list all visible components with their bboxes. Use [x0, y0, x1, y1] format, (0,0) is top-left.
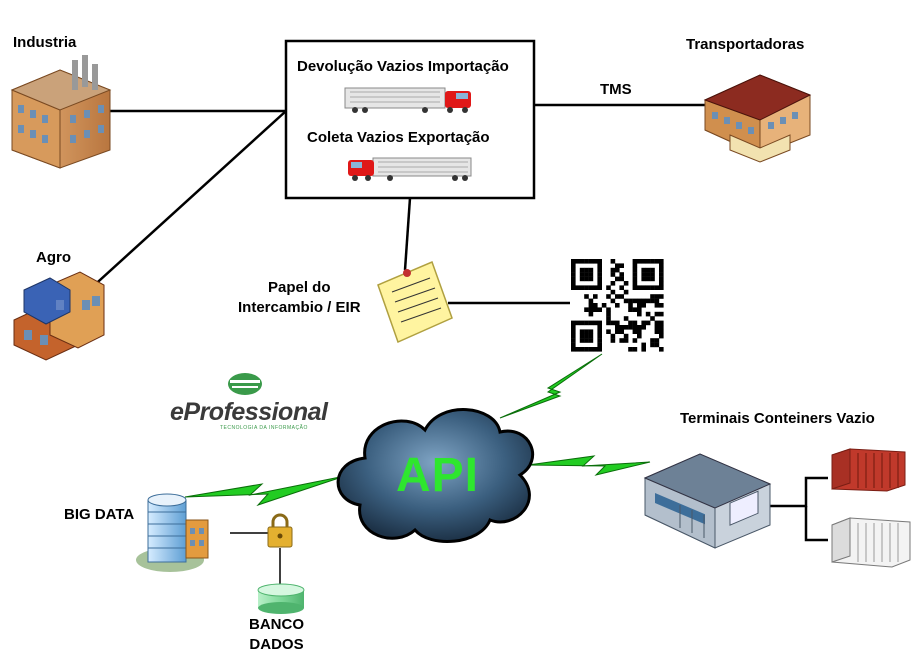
eprofessional-logo: eProfessional TECNOLOGIA DA INFORMAÇÃO	[170, 398, 328, 431]
banco-label-line1: BANCO	[249, 616, 304, 633]
eprofessional-logo-icon	[228, 373, 262, 395]
agro-building-icon	[13, 271, 105, 361]
eprofessional-logo-tagline: TECNOLOGIA DA INFORMAÇÃO	[220, 425, 308, 431]
industria-label: Industria	[13, 34, 77, 51]
connector-containers	[770, 476, 828, 508]
tms-label: TMS	[600, 81, 632, 98]
agro-label: Agro	[36, 249, 71, 266]
lock-icon	[267, 513, 293, 548]
eprofessional-logo-name: eProfessional	[170, 398, 328, 426]
white-container-icon	[831, 517, 911, 568]
devolucao-label: Devolução Vazios Importação	[297, 58, 509, 75]
transportadoras-label: Transportadoras	[686, 36, 805, 53]
red-container-icon	[831, 448, 906, 492]
api-cloud-icon	[336, 408, 534, 543]
terminal-building-icon	[643, 453, 772, 549]
papel-label-line1: Papel do	[268, 279, 331, 296]
exchange-paper-icon	[377, 260, 453, 344]
coleta-label: Coleta Vazios Exportação	[307, 129, 490, 146]
papel-label-line2: Intercambio / EIR	[238, 299, 361, 316]
transportadoras-building-icon	[703, 74, 812, 163]
api-label: API	[396, 449, 480, 502]
big-data-label: BIG DATA	[64, 506, 135, 523]
connector-agro	[77, 110, 287, 301]
banco-label-line2: DADOS	[249, 636, 304, 653]
database-icon	[257, 583, 305, 614]
connectors	[77, 103, 828, 585]
banco-label: BANCO DADOS	[249, 615, 304, 655]
terminais-label: Terminais Conteiners Vazio	[680, 410, 875, 427]
truck-import-icon	[344, 87, 471, 113]
papel-label: Papel do Intercambio / EIR	[238, 278, 361, 318]
big-data-building-icon	[136, 493, 209, 572]
truck-export-icon	[348, 157, 472, 181]
lightning-api-terminal	[527, 455, 651, 476]
lightning-qr-api	[499, 353, 603, 419]
qr-code-icon	[571, 259, 664, 352]
connector-note	[403, 197, 412, 271]
factory-icon	[10, 55, 112, 169]
connector-containers-2	[804, 506, 828, 542]
lightning-bigdata-api	[184, 475, 346, 507]
